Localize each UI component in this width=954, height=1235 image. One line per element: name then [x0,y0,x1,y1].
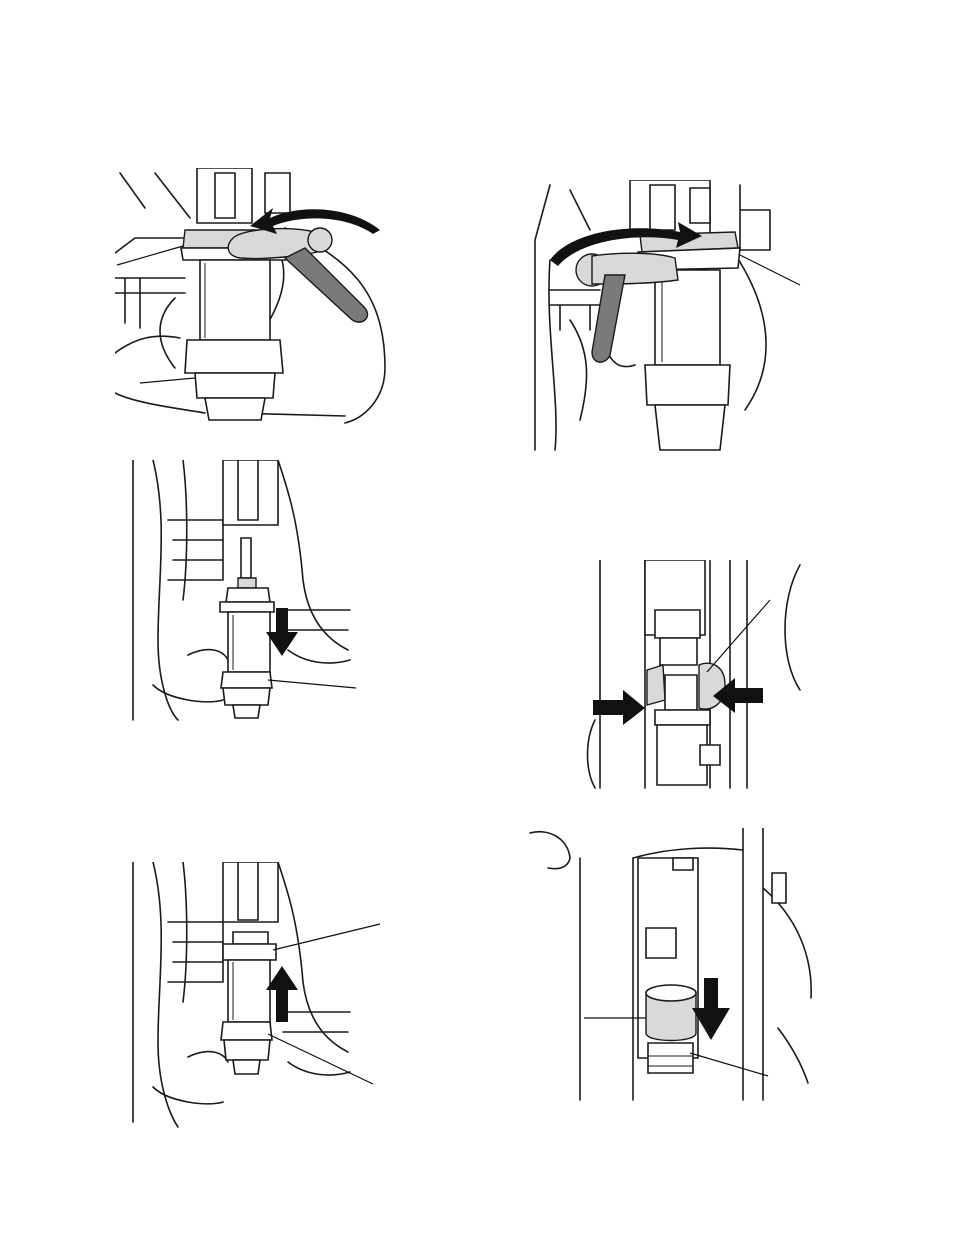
piston-rod [238,538,256,588]
cylinder [228,612,270,672]
leader-jam-nut [117,246,183,265]
jam-nut [220,588,274,612]
pump-rod [197,168,290,223]
jam-nut [223,932,276,960]
figure-slide-collar [528,828,813,1103]
figure-loosen-jam-nut [115,168,400,428]
figure-remove-lower [128,460,358,725]
cylinder [200,260,270,340]
mounting-bolt [772,873,786,903]
outlet-housing [185,340,283,420]
outlet-housing [221,1022,272,1074]
cylinder [655,270,720,365]
leader-outlet-housing [268,680,356,688]
figure-tighten-jam-nut [530,180,810,455]
leader-outlet-housing [140,378,195,383]
collar [646,985,696,1073]
pump-rod [223,862,278,922]
cylinder [228,960,270,1022]
leader-jam-nut [740,255,800,285]
pump-rod [223,460,278,525]
leader-outlet-housing [268,1034,373,1084]
outlet-housing [221,672,272,718]
collar-halves [647,663,725,785]
leader-jam-nut [273,924,380,950]
figure-press-collar [585,560,805,790]
leader-collar [707,600,770,672]
pump-rod [630,180,710,235]
pump-rod [645,560,705,665]
leader-lower-groove [690,1053,768,1076]
figure-install-lower [128,862,390,1132]
outlet-housing [645,365,730,450]
